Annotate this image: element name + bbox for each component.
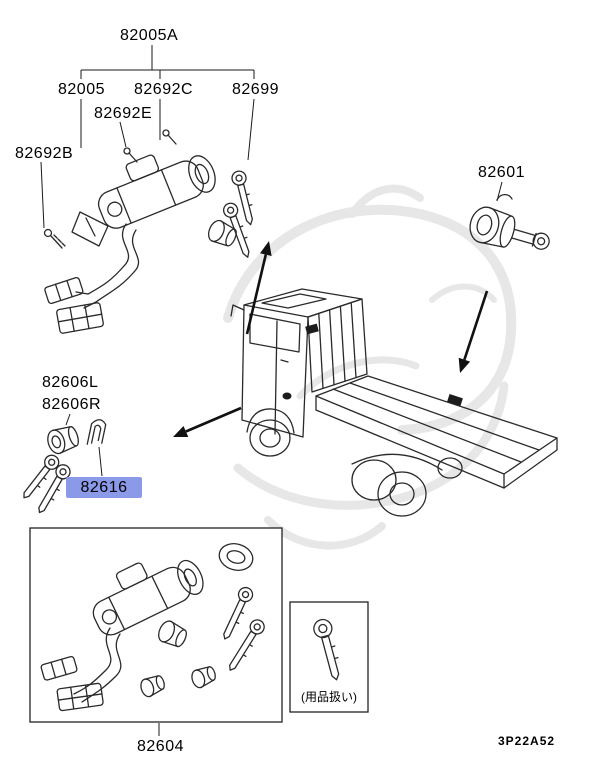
screw-82692e xyxy=(123,147,138,163)
part-label-82005[interactable]: 82005 xyxy=(58,81,105,98)
retainer-clip-82616 xyxy=(86,419,107,445)
mounted-ignition-lock-marker xyxy=(305,323,319,335)
part-label-82604[interactable]: 82604 xyxy=(137,738,184,755)
part-label-82692c[interactable]: 82692C xyxy=(134,81,194,98)
harness-connector-4 xyxy=(56,682,104,712)
lock-bezel-cap xyxy=(218,543,254,571)
harness-connector-2 xyxy=(56,302,104,334)
lock-cylinder-small xyxy=(207,219,237,247)
screw-82692c xyxy=(162,129,177,145)
accessory-key xyxy=(313,618,340,681)
truck-illustration xyxy=(230,288,558,517)
door-lock-82606 xyxy=(23,419,107,514)
arrow-to-door-lock xyxy=(173,426,189,437)
arrow-to-ignition-assembly xyxy=(260,241,272,256)
accessory-key-box xyxy=(289,601,369,713)
part-label-82005a[interactable]: 82005A xyxy=(120,27,179,44)
lock-cylinder-82601 xyxy=(469,193,550,250)
watermark-graphic xyxy=(223,184,517,550)
part-label-82692b[interactable]: 82692B xyxy=(15,145,74,162)
part-label-82692e[interactable]: 82692E xyxy=(94,105,153,122)
leader-lines xyxy=(40,45,503,736)
accessory-note: (用品扱い) xyxy=(301,690,357,704)
harness-connector-3 xyxy=(40,655,78,681)
detail-box-82604 xyxy=(29,527,283,723)
harness-connector-1 xyxy=(44,277,84,305)
mounted-rear-lock-marker xyxy=(447,394,463,406)
part-label-82606l[interactable]: 82606L xyxy=(42,374,99,391)
ignition-assembly-82604 xyxy=(40,543,265,712)
arrow-from-82601 xyxy=(458,357,471,373)
drawing-code: 3P22A52 xyxy=(498,734,556,748)
part-label-82601[interactable]: 82601 xyxy=(478,164,525,181)
location-arrows xyxy=(173,241,489,437)
part-label-82606r[interactable]: 82606R xyxy=(42,396,102,413)
part-label-82616[interactable]: 82616 xyxy=(66,477,142,498)
mounted-door-lock-marker xyxy=(282,392,292,400)
screw-82692b xyxy=(43,228,66,249)
key-set-82699 xyxy=(222,170,253,258)
part-label-82699[interactable]: 82699 xyxy=(232,81,279,98)
steering-lock-assembly-82005 xyxy=(44,154,237,334)
